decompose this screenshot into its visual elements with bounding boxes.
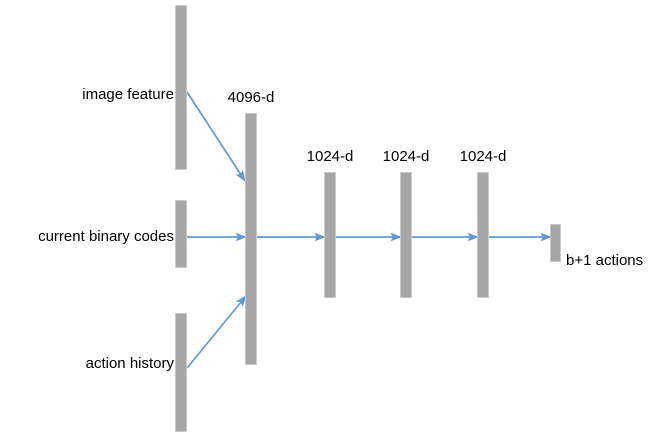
label-action-history: action history bbox=[85, 355, 174, 372]
label-fc-1024-1: 1024-d bbox=[306, 148, 354, 165]
label-output-actions: b+1 actions bbox=[566, 252, 644, 269]
bar-fc-1024-1 bbox=[324, 172, 336, 298]
label-fc-4096: 4096-d bbox=[227, 89, 275, 106]
label-current-binary-codes: current binary codes bbox=[38, 228, 174, 245]
bar-image-feature bbox=[175, 5, 187, 170]
label-fc-1024-3: 1024-d bbox=[459, 148, 507, 165]
bar-fc-4096 bbox=[245, 113, 257, 365]
arrow-action-history-to-4096 bbox=[186, 295, 247, 369]
label-image-feature: image feature bbox=[82, 86, 174, 103]
bar-action-history bbox=[175, 313, 187, 432]
bar-fc-1024-3 bbox=[477, 172, 489, 298]
label-fc-1024-2: 1024-d bbox=[382, 148, 430, 165]
bar-fc-1024-2 bbox=[400, 172, 412, 298]
bar-current-binary-codes bbox=[175, 200, 187, 268]
bar-output-actions bbox=[550, 224, 561, 262]
